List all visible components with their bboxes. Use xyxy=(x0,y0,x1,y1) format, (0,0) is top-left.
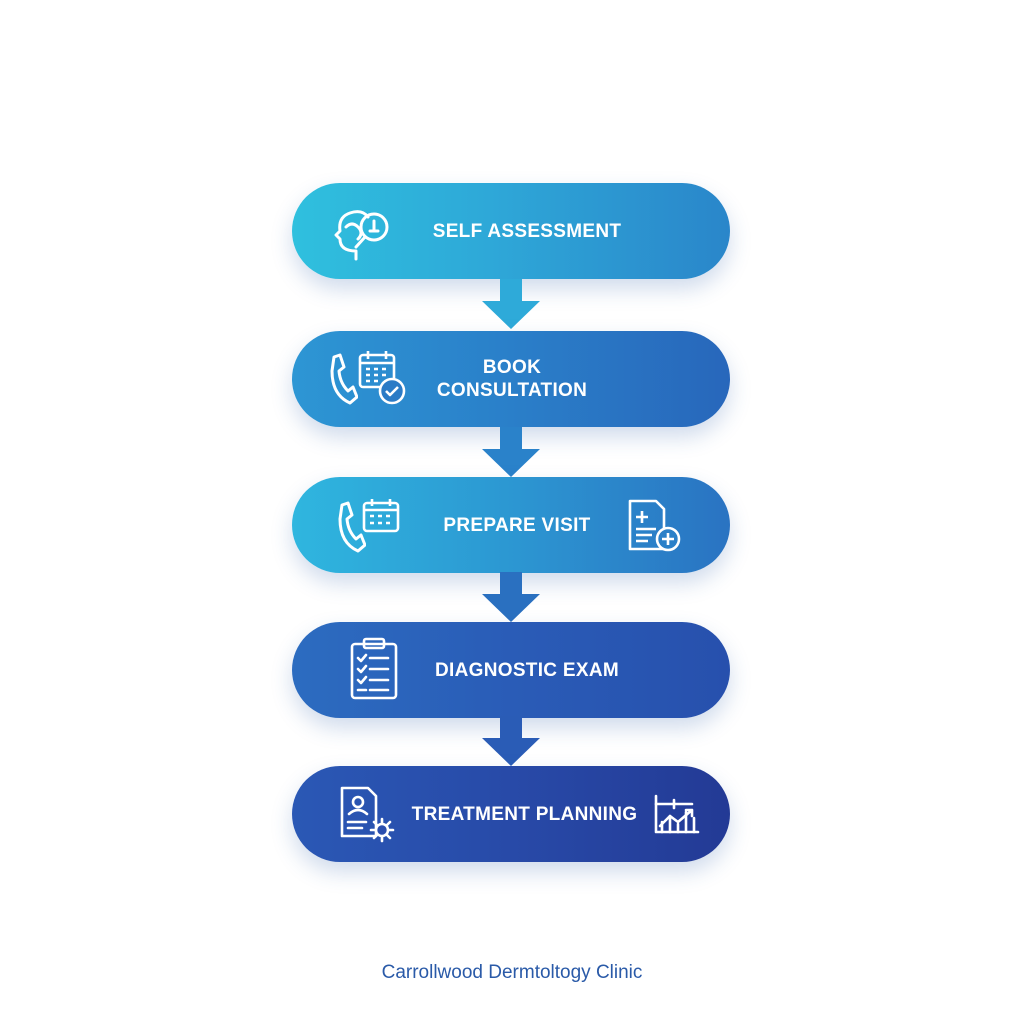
growth-chart-icon xyxy=(654,794,700,834)
head-magnifier-icon xyxy=(334,210,389,261)
step-prepare-visit: PREPARE VISIT xyxy=(292,477,730,573)
step-label: TREATMENT PLANNING xyxy=(411,803,638,825)
clinic-name-footer: Carrollwood Dermtoltogy Clinic xyxy=(381,962,643,983)
step-treatment-planning: TREATMENT PLANNING xyxy=(292,766,730,862)
step-label-line-1: BOOK xyxy=(482,357,542,378)
down-arrow xyxy=(482,427,540,477)
medical-document-plus-icon xyxy=(628,499,681,552)
down-arrow xyxy=(482,572,540,622)
down-arrow xyxy=(482,279,540,329)
clipboard-checklist-icon xyxy=(350,637,398,700)
calendar-icon xyxy=(362,499,400,533)
patient-record-gear-icon xyxy=(340,786,395,843)
step-label-line-2: CONSULTATION xyxy=(436,380,588,401)
phone-icon xyxy=(330,353,358,405)
down-arrow xyxy=(482,716,540,766)
step-diagnostic-exam: DIAGNOSTIC EXAM xyxy=(292,622,730,718)
calendar-check-icon xyxy=(358,351,406,405)
step-label: BOOK CONSULTATION xyxy=(412,331,612,427)
step-label: SELF ASSESSMENT xyxy=(432,220,622,242)
step-self-assessment: SELF ASSESSMENT xyxy=(292,183,730,279)
step-book-consultation: BOOK CONSULTATION xyxy=(292,331,730,427)
step-label: DIAGNOSTIC EXAM xyxy=(435,659,619,681)
phone-icon xyxy=(338,501,366,553)
step-label: PREPARE VISIT xyxy=(443,514,591,536)
